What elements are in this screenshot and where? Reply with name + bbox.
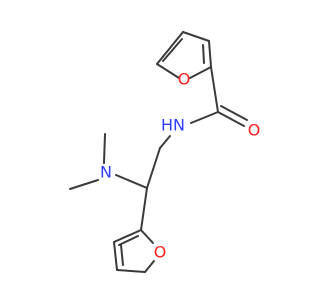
bond-bottom-furan-o-c2 [140,229,154,244]
bond-top-furan-double-inner-1 [202,44,205,64]
amide-group [190,66,248,127]
bond-amine-n-methyl-left [69,179,99,190]
molecule-structure-diagram: O O H N N O [69,31,260,273]
molecule-canvas: O O H N N O [69,31,260,273]
bond-top-furan-c3-c4 [182,31,210,42]
ethyl-chain [69,133,171,231]
bond-carbonyl-to-n [190,111,219,124]
top-furan-oxygen-label: O [178,70,191,89]
bond-carbonyl-c-o-2 [220,105,248,121]
bond-top-furan-c2-c3 [208,40,212,68]
bond-bottom-furan-c5-o [144,260,155,273]
bond-top-furan-o-c2 [189,66,212,79]
carbonyl-oxygen-label: O [248,121,261,140]
bond-bottom-furan-c2-c3 [113,229,142,243]
bond-carbonyl-c-o-1 [217,111,245,127]
bond-bottom-furan-c4-c5 [116,269,146,273]
bond-furan-to-carbonyl [210,66,219,113]
bond-top-furan-c5-o [156,63,180,79]
bond-n-to-ch2 [159,135,171,149]
atom-labels: O O H N N O [100,70,260,262]
amine-nitrogen-label: N [100,163,112,182]
bond-bottom-furan-c3-c4 [113,241,118,271]
top-furan-ring [156,31,212,79]
bond-ch-to-amine-n [115,174,148,189]
amide-hydrogen-label: H [161,116,173,135]
bond-bottom-furan-double-inner-2 [118,235,139,246]
amide-nitrogen-label: N [173,116,185,135]
bond-top-furan-c4-c5 [156,31,184,65]
bond-top-furan-double-inner-2 [162,38,183,62]
bond-bottom-furan-double-inner-1 [120,244,124,266]
bottom-furan-ring [113,229,155,273]
bottom-furan-oxygen-label: O [154,243,167,262]
bond-ch2-to-ch [146,147,161,189]
bond-ch-to-bottom-furan [140,187,148,231]
bond-amine-n-methyl-up [103,133,106,164]
